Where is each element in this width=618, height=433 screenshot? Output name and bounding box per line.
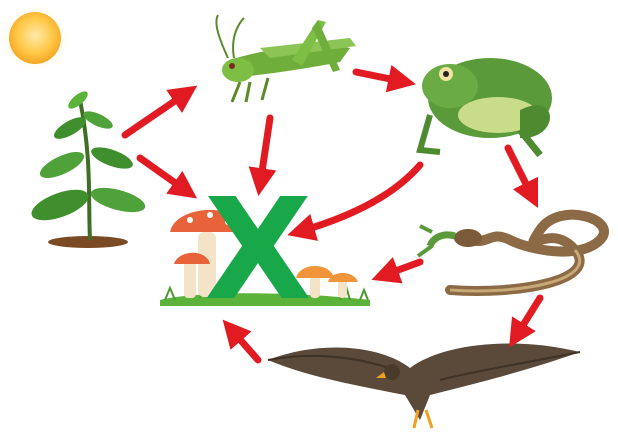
- arrow-grasshopper-to-frog: [356, 72, 405, 82]
- grasshopper-icon: [216, 15, 356, 102]
- arrow-snake-to-eagle: [515, 298, 540, 338]
- cross-out-mark: X: [204, 169, 312, 332]
- arrow-eagle-to-mushrooms: [230, 328, 258, 360]
- snake-icon: [418, 215, 604, 291]
- arrow-plant-to-mushrooms: [140, 158, 188, 192]
- eagle-icon: [268, 343, 580, 428]
- arrow-frog-to-mushrooms: [298, 165, 420, 232]
- arrow-snake-to-mushrooms: [382, 262, 420, 276]
- frog-icon: [420, 58, 552, 155]
- plant-icon: [28, 88, 148, 248]
- sun-icon: [1, 4, 69, 72]
- arrow-plant-to-grasshopper: [125, 92, 188, 135]
- arrow-frog-to-snake: [508, 148, 533, 198]
